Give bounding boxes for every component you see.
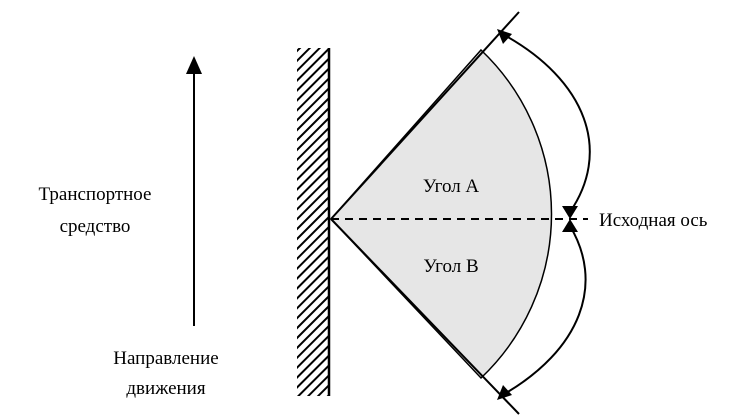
sector-upper-edge <box>330 11 520 220</box>
angle-b-arc-arrow <box>497 219 587 400</box>
vehicle-label-line2: средство <box>60 216 131 237</box>
vehicle-label-line1: Транспортное <box>39 184 152 205</box>
direction-label-line2: движения <box>126 378 205 399</box>
sector-lower-edge <box>330 218 520 415</box>
angle-a-label: Угол А <box>423 176 480 197</box>
reference-axis-label: Исходная ось <box>599 210 708 231</box>
angle-a-arc-arrow <box>497 29 591 219</box>
direction-arrow <box>186 56 202 326</box>
detection-sector <box>329 48 553 380</box>
vehicle-body-wall <box>297 48 331 396</box>
angle-b-label: Угол В <box>423 256 478 277</box>
direction-label-line1: Направление <box>113 348 218 369</box>
